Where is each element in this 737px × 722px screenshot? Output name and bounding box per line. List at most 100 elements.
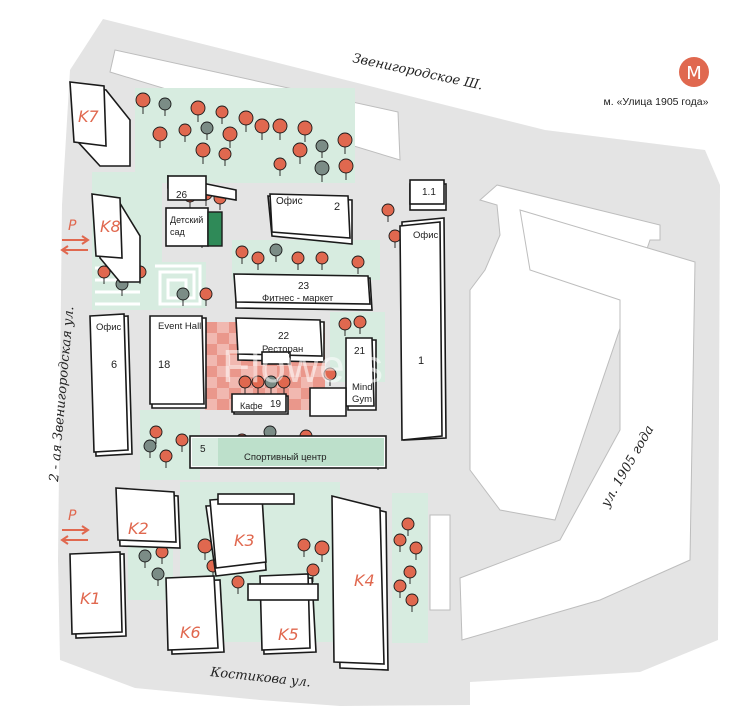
b18-label: Event Hall bbox=[158, 321, 201, 332]
tree bbox=[273, 157, 287, 176]
k2-label: K2 bbox=[128, 519, 149, 538]
parking-letter-upper: P bbox=[68, 218, 77, 234]
tree bbox=[143, 439, 157, 458]
tree bbox=[158, 97, 172, 116]
b26-label-2: сад bbox=[170, 227, 186, 237]
tree bbox=[215, 105, 229, 124]
k7-label: K7 bbox=[78, 107, 99, 126]
b1-label: Офис bbox=[413, 230, 439, 241]
parking-signs bbox=[60, 235, 90, 545]
k6-label: K6 bbox=[180, 623, 201, 642]
b21-label-1: Mind bbox=[352, 382, 373, 393]
buildings bbox=[69, 81, 447, 671]
tree bbox=[199, 287, 213, 306]
tree bbox=[401, 517, 415, 536]
tree bbox=[238, 110, 254, 132]
tree bbox=[351, 255, 365, 274]
b1-1-number: 1.1 bbox=[422, 187, 436, 198]
tree bbox=[388, 229, 402, 248]
b23-number: 23 bbox=[298, 281, 310, 292]
tree bbox=[195, 142, 211, 164]
tree bbox=[405, 593, 419, 612]
b22-number: 22 bbox=[278, 331, 290, 342]
building-2 bbox=[267, 193, 353, 245]
tree bbox=[272, 118, 288, 140]
b6-number: 6 bbox=[111, 359, 117, 371]
b5-number: 5 bbox=[200, 444, 206, 455]
b21-number: 21 bbox=[354, 346, 366, 357]
parking-letter-lower: P bbox=[68, 508, 77, 524]
tree bbox=[337, 132, 353, 154]
tree bbox=[409, 541, 423, 560]
tree bbox=[315, 251, 329, 270]
tree bbox=[393, 533, 407, 552]
building-6 bbox=[89, 313, 133, 457]
tree bbox=[159, 449, 173, 468]
building-22 bbox=[235, 317, 325, 365]
tree bbox=[269, 243, 283, 262]
tree bbox=[251, 251, 265, 270]
tree bbox=[222, 126, 238, 148]
parking-sign-upper bbox=[60, 235, 90, 255]
b19-label: Кафе bbox=[240, 401, 263, 411]
building-18 bbox=[149, 315, 207, 409]
b2-label: Офис bbox=[276, 195, 303, 207]
tree bbox=[190, 100, 206, 122]
tree bbox=[254, 118, 270, 140]
building-k4 bbox=[331, 494, 389, 671]
b18-number: 18 bbox=[158, 359, 170, 371]
building-k6 bbox=[165, 575, 225, 655]
tree bbox=[218, 147, 232, 166]
tree bbox=[315, 139, 329, 158]
tree bbox=[238, 375, 252, 394]
tree bbox=[297, 538, 311, 557]
building-k1 bbox=[69, 551, 127, 639]
metro-letter: M bbox=[686, 63, 702, 84]
tree bbox=[235, 245, 249, 264]
b6-label: Офис bbox=[96, 322, 122, 333]
b22-label: Ресторан bbox=[262, 344, 303, 355]
tree bbox=[175, 433, 189, 452]
building-k2 bbox=[115, 487, 181, 549]
parking-lot-small bbox=[429, 514, 451, 611]
tree bbox=[403, 565, 417, 584]
building-k8 bbox=[91, 193, 141, 283]
tree bbox=[393, 579, 407, 598]
tree bbox=[292, 142, 308, 164]
tree bbox=[314, 540, 330, 562]
tree bbox=[149, 425, 163, 444]
tree bbox=[277, 375, 291, 394]
tree bbox=[152, 126, 168, 148]
building-21 bbox=[309, 337, 377, 417]
tree bbox=[176, 287, 190, 306]
tree bbox=[297, 120, 313, 142]
b19-number: 19 bbox=[270, 399, 282, 410]
k3-label: K3 bbox=[234, 531, 255, 550]
building-1 bbox=[399, 217, 447, 441]
tree bbox=[178, 123, 192, 142]
metro-icon bbox=[679, 57, 709, 87]
b5-label: Спортивный центр bbox=[244, 452, 327, 463]
tree bbox=[231, 575, 245, 594]
parking-sign-lower bbox=[60, 525, 90, 545]
b21-label-2: Gym bbox=[352, 394, 372, 405]
tree bbox=[138, 549, 152, 568]
b26-label-1: Детский bbox=[170, 215, 203, 225]
k4-label: K4 bbox=[354, 571, 375, 590]
building-23 bbox=[233, 273, 373, 311]
tree bbox=[381, 203, 395, 222]
building-19 bbox=[231, 393, 289, 415]
b23-label: Фитнес - маркет bbox=[262, 293, 334, 304]
tree bbox=[135, 92, 151, 114]
tree bbox=[353, 315, 367, 334]
building-k3 bbox=[205, 493, 295, 577]
tree bbox=[314, 160, 330, 182]
building-k5 bbox=[247, 573, 319, 655]
b26-number: 26 bbox=[176, 190, 188, 201]
metro-station-label: м. «Улица 1905 года» bbox=[604, 96, 709, 108]
k8-label: K8 bbox=[100, 217, 121, 236]
building-26 bbox=[165, 175, 237, 247]
tree bbox=[338, 158, 354, 180]
tree bbox=[323, 367, 337, 386]
